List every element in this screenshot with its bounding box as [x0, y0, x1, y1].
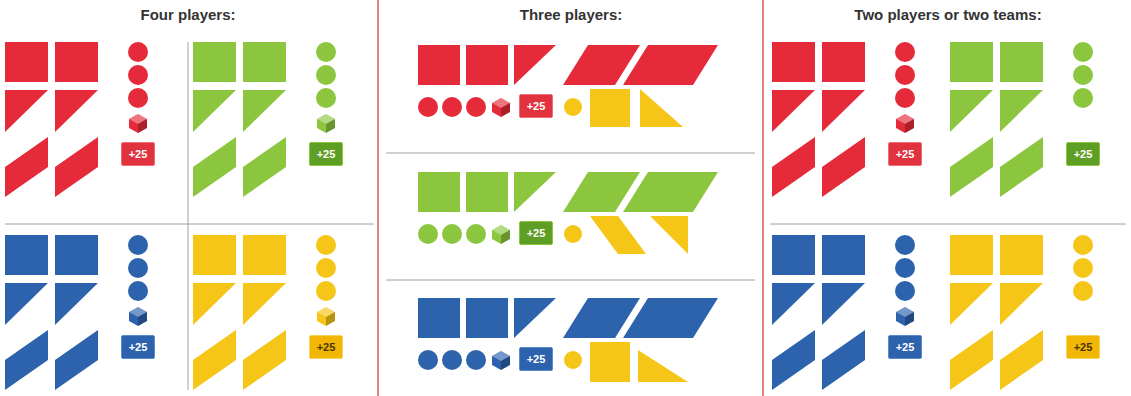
yellow-pieces — [193, 235, 336, 390]
yellow-pieces — [950, 235, 1093, 390]
panel-heading: Two players or two teams: — [765, 6, 1131, 23]
tile-text: +25 — [1074, 341, 1093, 353]
tile-text: +25 — [1074, 148, 1093, 160]
tile-text: +25 — [896, 148, 915, 160]
green-pieces — [950, 42, 1093, 197]
tile-text: +25 — [527, 353, 546, 365]
quadrant-divider — [770, 224, 1126, 225]
bonus-tile: +25 — [519, 94, 553, 118]
panel-heading: Three players: — [380, 6, 762, 23]
panel-heading: Four players: — [0, 6, 376, 23]
tile-text: +25 — [129, 148, 148, 160]
blue-row — [418, 298, 718, 382]
bonus-tile: +25 — [1066, 142, 1100, 166]
row-divider — [386, 280, 755, 281]
tile-text: +25 — [527, 227, 546, 239]
tile-text: +25 — [317, 341, 336, 353]
bonus-tile: +25 — [309, 335, 343, 359]
bonus-tile: +25 — [519, 221, 553, 245]
tile-text: +25 — [896, 341, 915, 353]
green-pieces — [193, 42, 336, 197]
bonus-tile: +25 — [121, 335, 155, 359]
red-pieces — [772, 42, 915, 197]
tile-text: +25 — [129, 341, 148, 353]
bonus-tile: +25 — [888, 335, 922, 359]
blue-pieces — [772, 235, 915, 390]
panel-separator — [377, 0, 379, 396]
blue-pieces — [5, 235, 148, 390]
bonus-tile: +25 — [121, 142, 155, 166]
tile-text: +25 — [527, 100, 546, 112]
bonus-tile: +25 — [519, 347, 553, 371]
row-divider — [386, 153, 755, 154]
bonus-tile: +25 — [309, 142, 343, 166]
bonus-tile: +25 — [888, 142, 922, 166]
quadrant-divider — [5, 224, 374, 225]
red-row — [418, 45, 718, 127]
panel-separator — [762, 0, 764, 396]
bonus-tile: +25 — [1066, 335, 1100, 359]
red-pieces — [5, 42, 148, 197]
quadrant-divider — [188, 42, 189, 390]
green-row — [418, 172, 718, 254]
tile-text: +25 — [317, 148, 336, 160]
